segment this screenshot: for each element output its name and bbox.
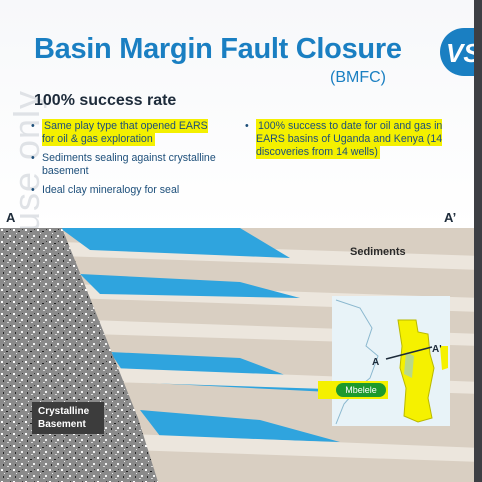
slide-title: Basin Margin Fault Closure [34, 33, 402, 65]
slide-subtitle: (BMFC) [330, 69, 386, 86]
bullet-text: Ideal clay mineralogy for seal [42, 184, 180, 196]
bullet-item: • Same play type that opened EARS for oi… [30, 119, 220, 146]
license-block [397, 319, 435, 423]
bullet-item: • Sediments sealing against crystalline … [30, 152, 220, 178]
left-bullet-list: • Same play type that opened EARS for oi… [30, 119, 220, 203]
sand-layer [140, 410, 340, 442]
inner-structure [404, 352, 414, 378]
sediment-layer [130, 434, 482, 462]
section-line [385, 346, 433, 360]
bullet-item: • 100% success to date for oil and gas i… [244, 119, 444, 159]
block-label-mbelele: Mbelele [336, 383, 386, 397]
window-edge [474, 0, 482, 482]
bullet-icon: • [31, 120, 35, 132]
section-start-label: A [6, 210, 16, 225]
slide-header-area [0, 0, 482, 228]
section-end-label: A’ [444, 210, 457, 225]
inset-label-a-prime: A' [432, 344, 442, 355]
subheading: 100% success rate [34, 92, 177, 109]
sediments-label: Sediments [350, 246, 406, 258]
bullet-icon: • [245, 120, 249, 132]
bullet-text: Sediments sealing against crystalline ba… [42, 152, 216, 177]
bullet-text-highlighted: Same play type that opened EARS for oil … [42, 119, 208, 146]
sand-layer [60, 228, 290, 258]
inset-label-a: A [372, 357, 380, 368]
bullet-text-highlighted: 100% success to date for oil and gas in … [256, 119, 443, 159]
bullet-icon: • [31, 184, 35, 196]
bullet-item: • Ideal clay mineralogy for seal [30, 184, 220, 197]
bullet-icon: • [31, 152, 35, 164]
license-block [440, 346, 448, 370]
sand-layer [80, 274, 300, 298]
inset-map [332, 296, 450, 426]
right-bullet-list: • 100% success to date for oil and gas i… [244, 119, 444, 165]
cross-section-diagram [0, 228, 482, 482]
basement-label: Crystalline Basement [32, 402, 104, 434]
